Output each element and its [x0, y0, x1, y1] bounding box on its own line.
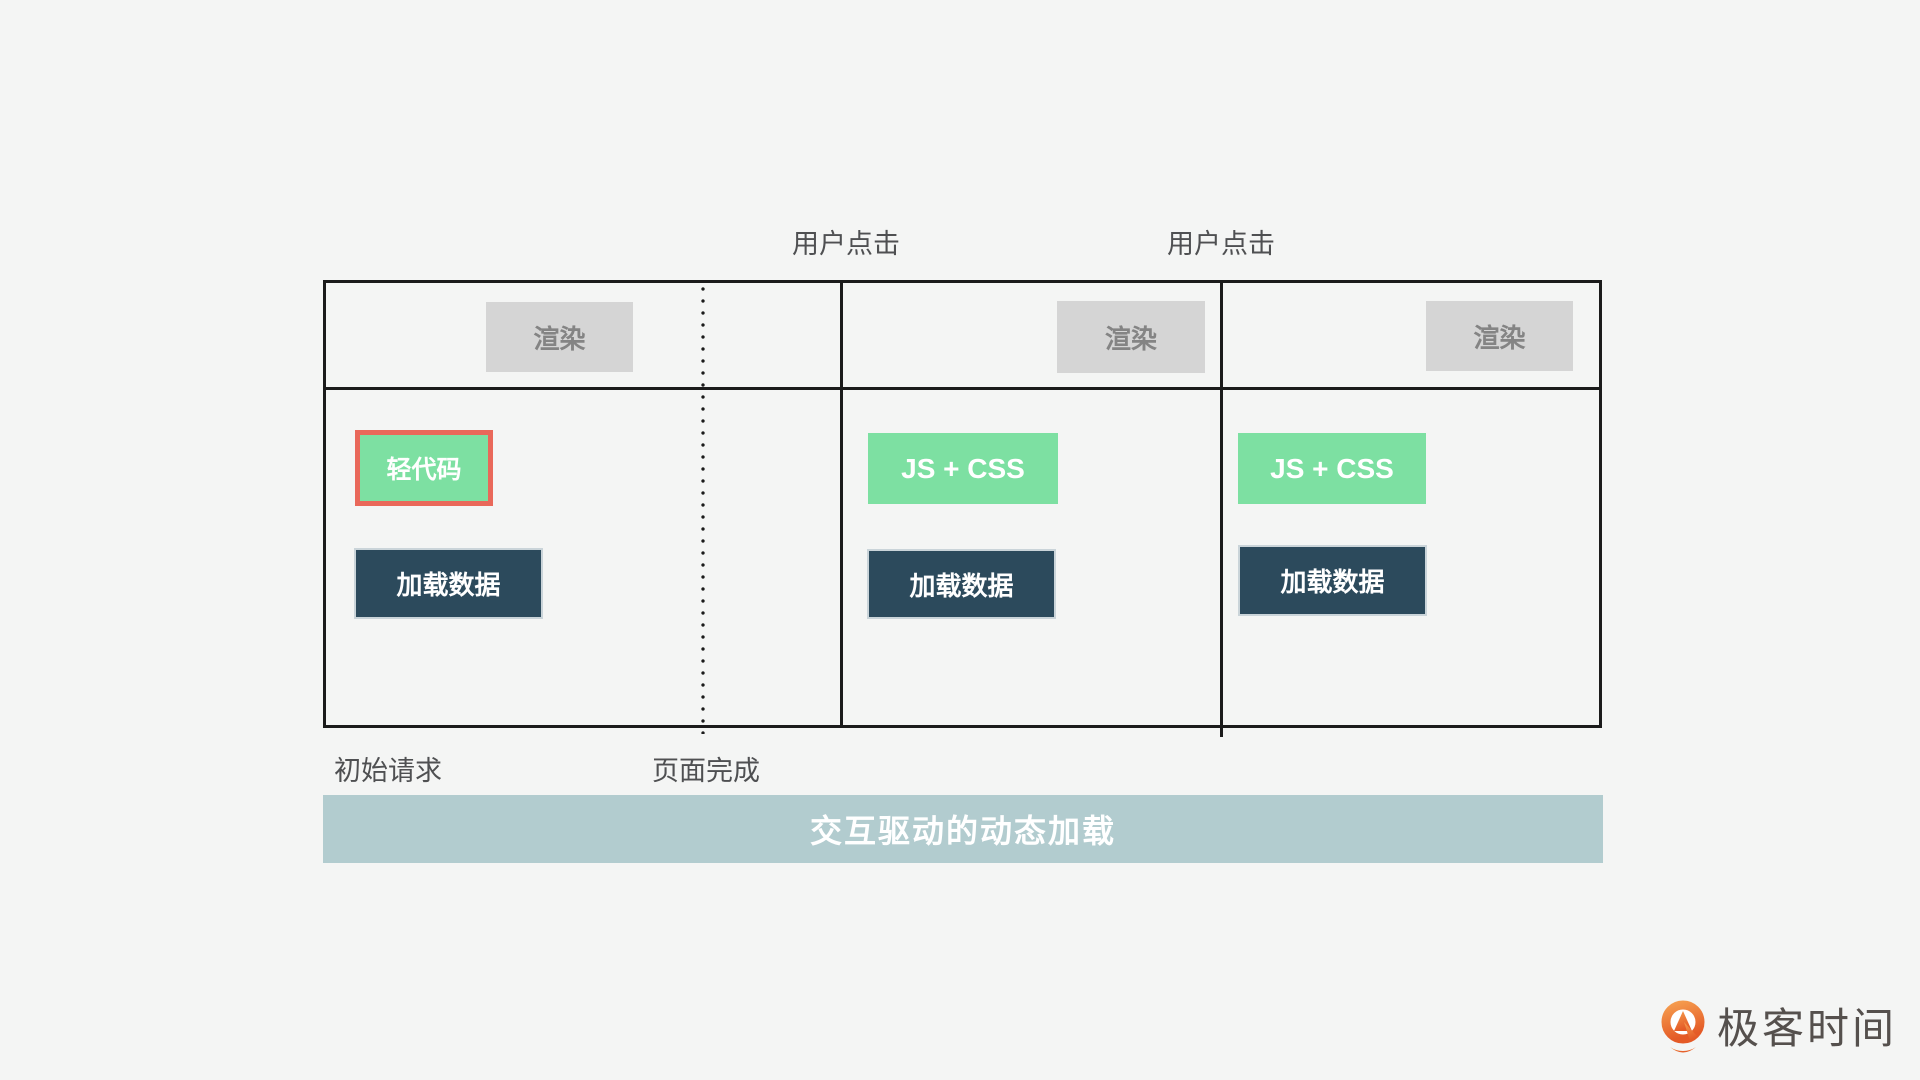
banner-interaction-driven-loading: 交互驱动的动态加载 [323, 795, 1603, 863]
light-code-box: 轻代码 [355, 430, 493, 506]
label-user-click-2: 用户点击 [1167, 229, 1275, 259]
column-divider-1 [840, 280, 843, 728]
js-css-box-col2: JS + CSS [868, 433, 1058, 504]
geektime-logo-icon [1659, 1000, 1707, 1058]
load-data-box-col3: 加载数据 [1238, 545, 1427, 616]
load-data-box-col1: 加载数据 [354, 548, 543, 619]
render-box-col1: 渲染 [486, 302, 633, 372]
column-divider-2 [1220, 280, 1223, 737]
label-page-complete: 页面完成 [652, 756, 760, 786]
label-user-click-1: 用户点击 [792, 229, 900, 259]
timeline-row-divider [323, 387, 1602, 390]
load-data-box-col2: 加载数据 [867, 549, 1056, 619]
timeline-frame [323, 280, 1602, 728]
label-initial-request: 初始请求 [334, 756, 442, 786]
render-box-col2: 渲染 [1057, 301, 1205, 373]
page-complete-dotted-line [701, 285, 705, 734]
render-box-col3: 渲染 [1426, 301, 1573, 371]
geektime-logo-text: 极客时间 [1717, 1005, 1898, 1052]
js-css-box-col3: JS + CSS [1238, 433, 1426, 504]
geektime-logo: 极客时间 [1659, 1000, 1897, 1058]
